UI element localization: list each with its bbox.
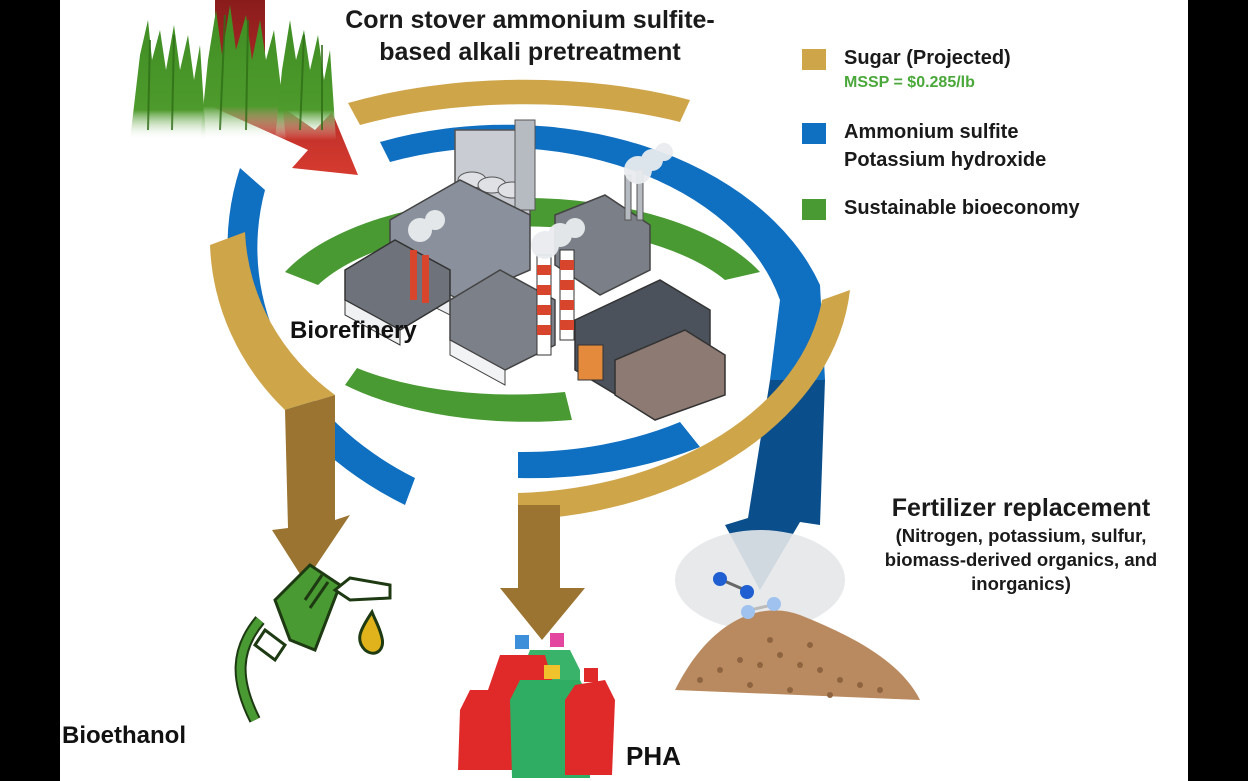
legend-label-sugar: Sugar (Projected) — [844, 47, 1011, 69]
factory-icon — [344, 119, 726, 421]
pha-arrow — [500, 505, 585, 640]
legend-swatch-bioeconomy — [802, 199, 826, 220]
title-line-2: based alkali pretreatment — [379, 38, 681, 66]
biorefinery-label: Biorefinery — [290, 317, 417, 344]
bioethanol-arrow — [272, 395, 350, 582]
mssp-value: MSSP = $0.285/lb — [844, 74, 975, 91]
legend-label-potassium-hydroxide: Potassium hydroxide — [844, 149, 1047, 171]
figure-canvas: Corn stover ammonium sulfite- based alka… — [60, 0, 1188, 781]
fertilizer-line-1: (Nitrogen, potassium, sulfur, — [895, 525, 1147, 546]
legend-swatch-chemicals — [802, 123, 826, 144]
chemical-arc-bottom — [518, 422, 700, 479]
corn-plants-icon — [130, 0, 358, 175]
fertilizer-pile-icon — [675, 530, 920, 700]
legend-label-bioeconomy: Sustainable bioeconomy — [844, 197, 1080, 219]
fuel-drop-icon — [358, 608, 385, 655]
title-line-1: Corn stover ammonium sulfite- — [345, 6, 715, 34]
plastic-bottles-icon — [458, 633, 615, 778]
fertilizer-line-2: biomass-derived organics, and — [884, 549, 1158, 570]
fertilizer-line-3: inorganics) — [971, 573, 1071, 594]
legend-label-ammonium-sulfite: Ammonium sulfite — [844, 121, 1019, 143]
bioeconomy-arc-bottom — [345, 368, 572, 422]
figure-title: Corn stover ammonium sulfite- based alka… — [300, 4, 760, 68]
bioethanol-label: Bioethanol — [62, 722, 186, 749]
chemical-arc-upper-right — [380, 124, 825, 380]
sugar-arc-top — [348, 79, 690, 125]
fuel-nozzle-icon — [234, 563, 392, 723]
pha-label: PHA — [626, 741, 681, 771]
diagram-graphics — [130, 0, 920, 778]
legend-swatch-sugar — [802, 49, 826, 70]
sugar-arc-inner-left — [210, 232, 335, 410]
molecule-icon — [713, 572, 781, 619]
fertilizer-description: Fertilizer replacement (Nitrogen, potass… — [836, 492, 1188, 596]
sugar-arc-outer-right — [518, 290, 850, 520]
fertilizer-heading: Fertilizer replacement — [891, 494, 1151, 522]
